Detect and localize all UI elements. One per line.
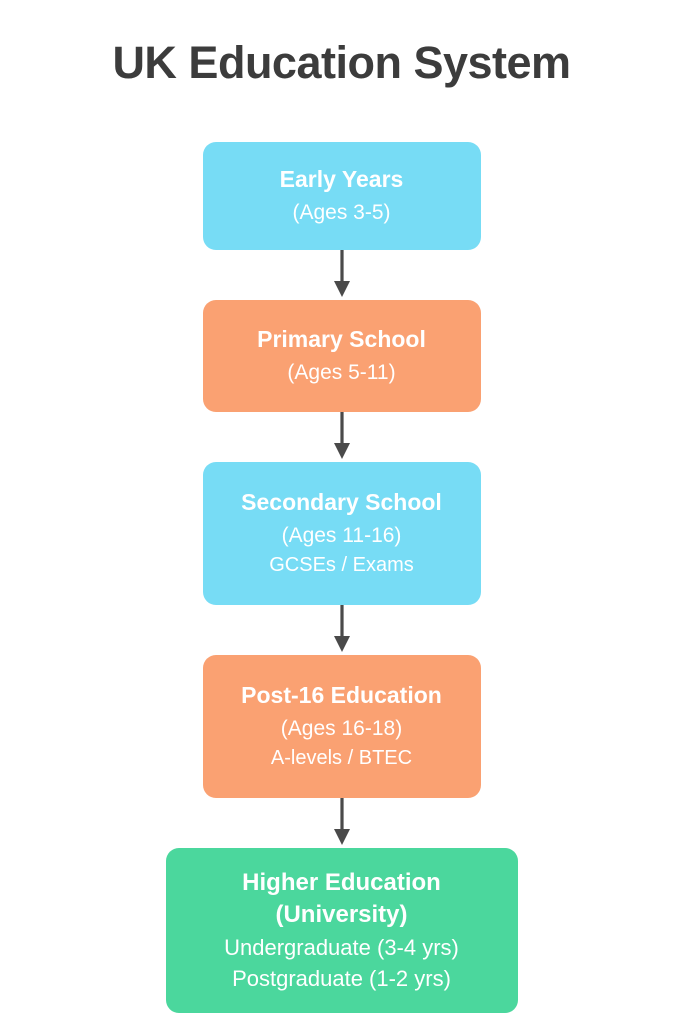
- node-title: Primary School: [257, 326, 426, 353]
- node-detail-undergraduate: Undergraduate (3-4 yrs): [224, 935, 459, 961]
- arrow-primary-to-secondary: [333, 412, 350, 459]
- node-detail: A-levels / BTEC: [270, 747, 413, 770]
- flow-node-secondary-school[interactable]: Secondary School (Ages 11-16) GCSEs / Ex…: [202, 462, 481, 605]
- arrow-post16-to-higher: [333, 798, 350, 845]
- node-detail: GCSEs / Exams: [269, 554, 414, 577]
- flow-node-primary-school[interactable]: Primary School (Ages 5-11): [202, 300, 481, 412]
- arrow-secondary-to-post16: [333, 605, 350, 652]
- flow-node-early-years[interactable]: Early Years (Ages 3-5): [202, 142, 481, 250]
- node-detail-postgraduate: Postgraduate (1-2 yrs): [232, 966, 451, 992]
- flow-node-post-16-education[interactable]: Post-16 Education (Ages 16-18) A-levels …: [202, 655, 481, 798]
- node-subtitle: (Ages 16-18): [280, 716, 403, 740]
- node-subtitle: (Ages 11-16): [281, 523, 402, 547]
- flow-node-higher-education[interactable]: Higher Education (University) Undergradu…: [165, 848, 518, 1013]
- arrow-early-to-primary: [333, 250, 350, 297]
- node-subtitle: (University): [275, 901, 408, 929]
- page-title: UK Education System: [112, 37, 571, 88]
- node-title: Early Years: [279, 166, 404, 193]
- node-title: Post-16 Education: [241, 682, 442, 709]
- node-title: Secondary School: [241, 489, 442, 516]
- flowchart: Early Years (Ages 3-5) Primary School (A…: [0, 142, 683, 1013]
- node-subtitle: (Ages 3-5): [292, 200, 391, 224]
- node-subtitle: (Ages 5-11): [287, 360, 396, 384]
- node-title: Higher Education: [242, 868, 441, 896]
